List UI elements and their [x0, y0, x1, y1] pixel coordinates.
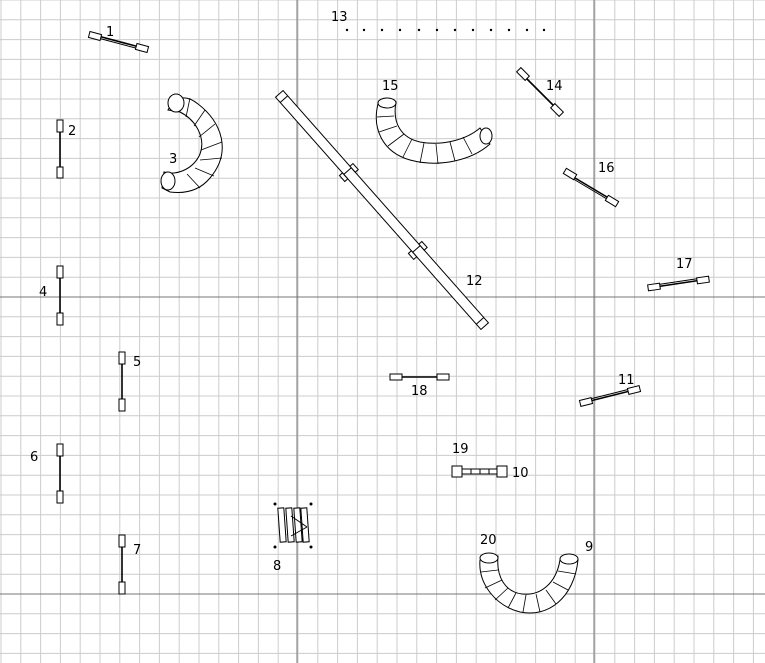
obstacle-spread-10-19: 10 19 [451, 442, 529, 481]
label-9: 9 [585, 540, 593, 555]
label-10: 10 [512, 466, 529, 481]
obstacle-jump-7: 7 [118, 534, 141, 595]
obstacle-tunnel-3: 3 [160, 93, 223, 193]
obstacle-jump-18: 18 [389, 373, 450, 399]
obstacle-jump-2: 2 [56, 119, 76, 179]
label-20: 20 [480, 533, 497, 548]
label-12: 12 [466, 274, 483, 289]
obstacle-panel-8: 8 [273, 502, 313, 574]
obstacle-jump-5: 5 [118, 351, 141, 412]
obstacle-jump-4: 4 [39, 265, 64, 326]
label-6: 6 [30, 450, 38, 465]
label-17: 17 [676, 257, 693, 272]
obstacle-jump-16: 16 [562, 161, 620, 208]
label-18: 18 [411, 384, 428, 399]
label-15: 15 [382, 79, 399, 94]
label-3: 3 [169, 152, 177, 167]
obstacle-weave-13: 13 [331, 10, 546, 32]
label-8: 8 [273, 559, 281, 574]
label-2: 2 [68, 124, 76, 139]
label-13: 13 [331, 10, 348, 25]
obstacle-tunnel-9-20: 9 20 [479, 533, 593, 614]
label-19: 19 [452, 442, 469, 457]
obstacle-jump-17: 17 [647, 257, 710, 292]
label-5: 5 [133, 355, 141, 370]
label-14: 14 [546, 79, 563, 94]
obstacle-jump-1: 1 [87, 25, 150, 54]
obstacle-dogwalk-12: 12 [274, 89, 490, 331]
obstacle-jump-6: 6 [30, 443, 64, 504]
obstacle-tunnel-15: 15 [375, 79, 493, 165]
label-1: 1 [106, 25, 114, 40]
label-4: 4 [39, 285, 47, 300]
label-7: 7 [133, 543, 141, 558]
obstacle-jump-11: 11 [578, 373, 642, 407]
label-11: 11 [618, 373, 635, 388]
obstacle-jump-14: 14 [515, 66, 565, 118]
label-16: 16 [598, 161, 615, 176]
